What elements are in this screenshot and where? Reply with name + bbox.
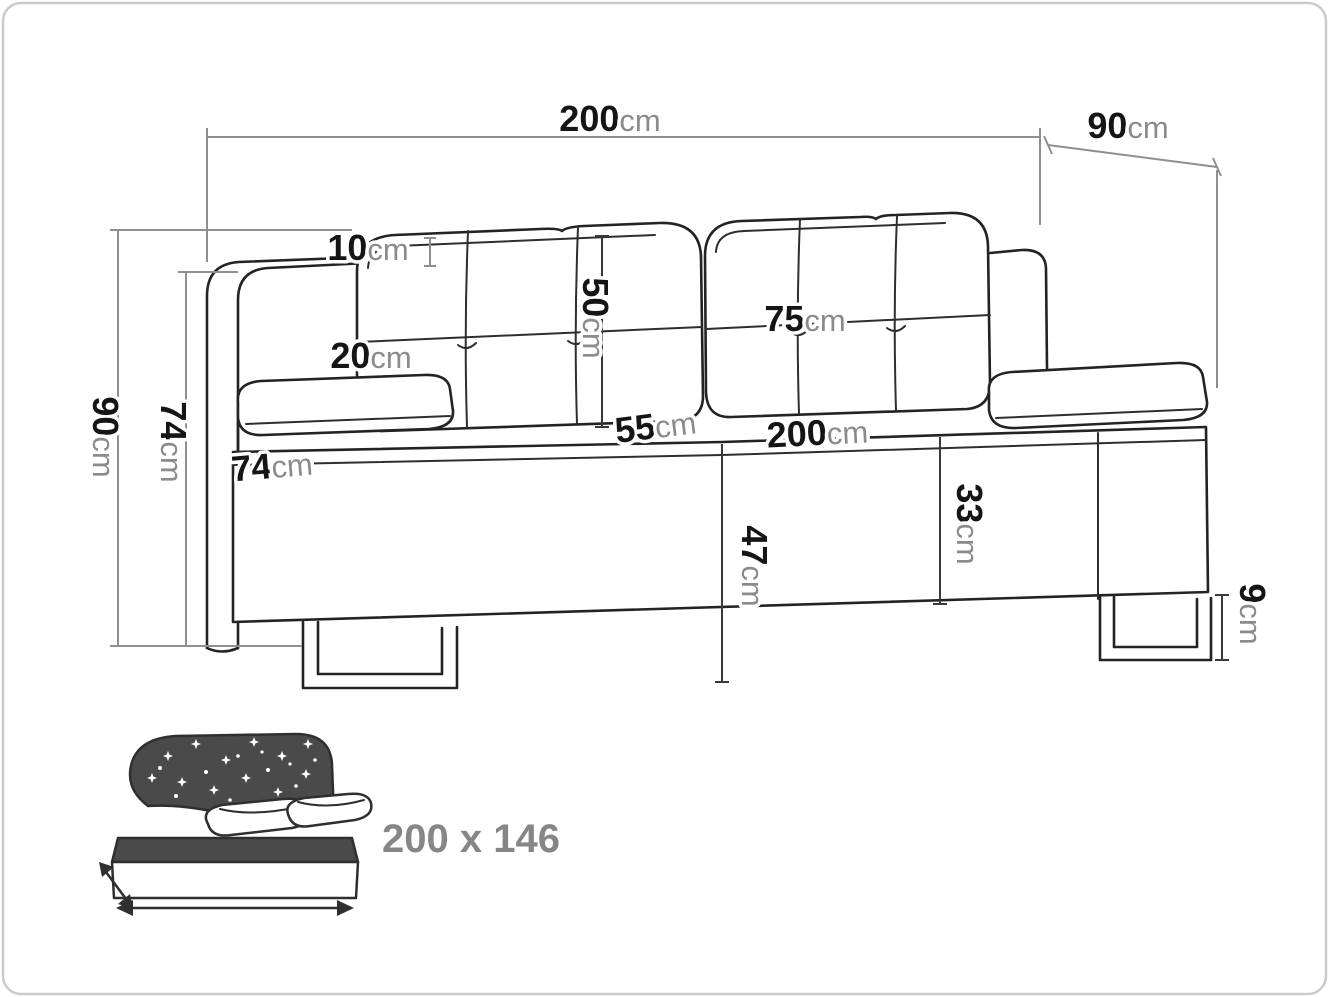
dim-value: 200 bbox=[559, 98, 619, 139]
dim-label-seat-height: 47cm bbox=[734, 525, 775, 606]
dim-unit: cm bbox=[367, 232, 408, 267]
dim-label-overall-width: 200cm bbox=[559, 98, 660, 139]
dim-label-backrest-top: 10cm bbox=[327, 227, 408, 268]
dim-value: 50 bbox=[575, 277, 616, 317]
dim-unit: cm bbox=[619, 103, 660, 138]
dimension-lines bbox=[110, 128, 1229, 683]
dim-value: 74 bbox=[230, 445, 273, 489]
dim-backrest-top bbox=[424, 237, 436, 267]
dim-unit: cm bbox=[735, 565, 770, 606]
sleeping-area-icon bbox=[99, 732, 373, 916]
dim-value: 55 bbox=[613, 405, 658, 451]
mattress-front bbox=[110, 860, 360, 900]
dim-label-overall-depth: 90cm bbox=[1087, 105, 1168, 146]
pillow-right bbox=[286, 792, 373, 828]
dim-label-base-height: 33cm bbox=[949, 483, 990, 564]
sleeping-area-label: 200 x 146 bbox=[382, 817, 560, 861]
dim-value: 90 bbox=[1087, 105, 1127, 146]
dim-value: 200 bbox=[766, 412, 828, 456]
dim-value: 90 bbox=[85, 396, 126, 436]
dim-unit: cm bbox=[576, 317, 611, 358]
dim-unit: cm bbox=[1127, 110, 1168, 145]
depth-arrow-icon bbox=[99, 862, 133, 909]
dim-label-seat-width: 200cm bbox=[766, 409, 869, 455]
dim-label-back-cushion-width: 75cm bbox=[764, 298, 845, 339]
dim-value: 74 bbox=[153, 401, 194, 441]
dim-unit: cm bbox=[154, 441, 189, 482]
dim-unit: cm bbox=[370, 340, 411, 375]
dim-value: 10 bbox=[327, 227, 367, 268]
dim-label-back-cushion-height: 50cm bbox=[575, 277, 616, 358]
leg-right bbox=[1098, 595, 1213, 662]
width-arrow-icon bbox=[116, 900, 354, 916]
dim-label-armrest-width: 20cm bbox=[330, 335, 411, 376]
dim-unit: cm bbox=[270, 447, 314, 485]
dim-value: 9 bbox=[1232, 583, 1273, 603]
dim-unit: cm bbox=[804, 303, 845, 338]
dim-value: 33 bbox=[949, 483, 990, 523]
dim-unit: cm bbox=[86, 436, 121, 477]
stars-icon bbox=[147, 737, 317, 802]
dim-unit: cm bbox=[950, 523, 985, 564]
dim-overall-height bbox=[110, 229, 352, 647]
dim-overall-width bbox=[206, 128, 1041, 262]
dim-base-height bbox=[933, 437, 947, 605]
dim-unit: cm bbox=[1233, 603, 1268, 644]
dim-unit: cm bbox=[653, 405, 698, 445]
dim-label-armrest-depth: 74cm bbox=[230, 442, 315, 490]
dim-back-cushion-height bbox=[595, 235, 609, 428]
mattress-top bbox=[110, 836, 360, 864]
dim-leg-height bbox=[1215, 594, 1229, 661]
dim-backrest-height bbox=[178, 271, 238, 647]
dim-label-seat-depth: 55cm bbox=[613, 400, 699, 451]
dim-label-leg-height: 9cm bbox=[1232, 583, 1273, 644]
dim-label-overall-height: 90cm bbox=[85, 396, 126, 477]
dim-label-backrest-height: 74cm bbox=[153, 401, 194, 482]
dim-value: 47 bbox=[734, 525, 775, 565]
dim-seat-height bbox=[715, 444, 729, 683]
dimension-labels: 200cm 90cm 90cm 74cm 10cm 20cm 50cm 75cm… bbox=[82, 95, 1277, 649]
dim-overall-depth bbox=[1043, 135, 1222, 388]
seat-base bbox=[231, 425, 1210, 624]
leg-left bbox=[301, 620, 459, 690]
back-cushion-right bbox=[703, 211, 992, 419]
armrest-right bbox=[987, 361, 1209, 430]
dim-value: 20 bbox=[330, 335, 370, 376]
backrest-right-corner bbox=[988, 248, 1049, 370]
dim-value: 75 bbox=[764, 298, 804, 339]
dim-unit: cm bbox=[826, 414, 869, 451]
sofa-drawing bbox=[205, 211, 1213, 690]
